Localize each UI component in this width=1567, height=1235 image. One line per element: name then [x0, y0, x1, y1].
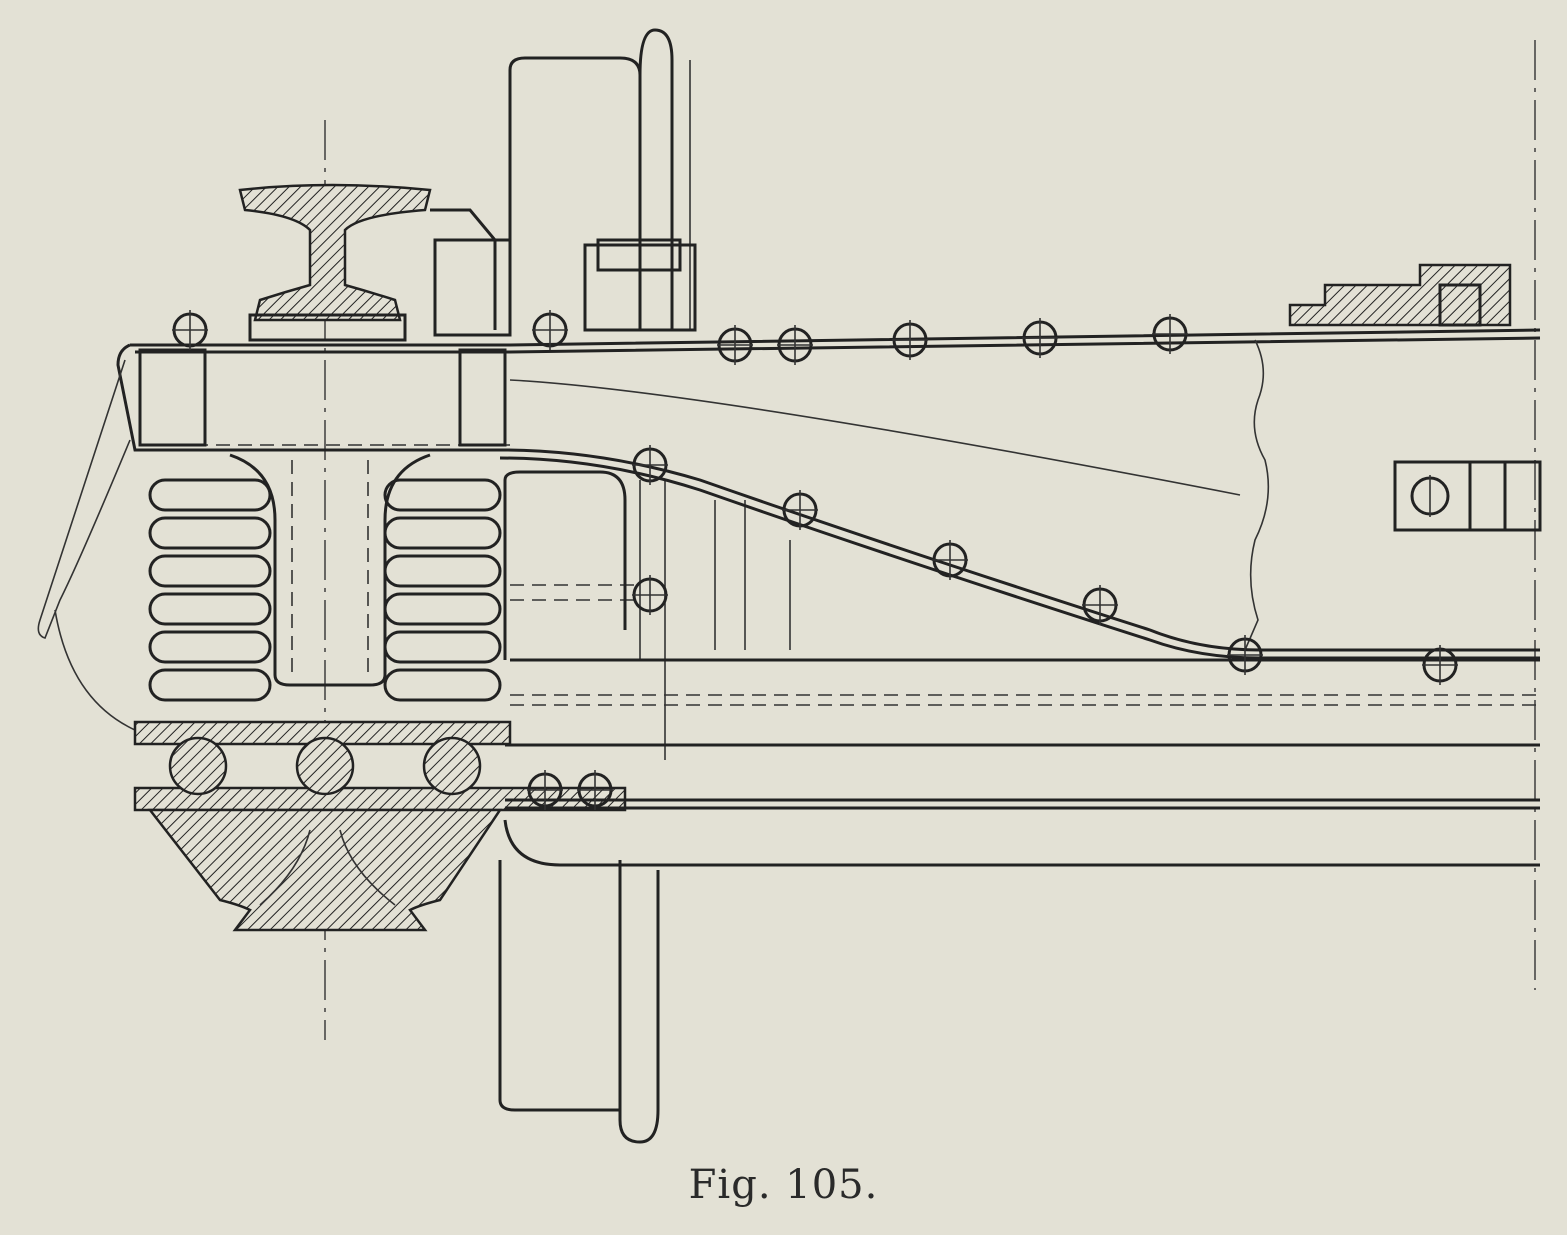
rivet: [1082, 585, 1118, 625]
spring-coil: [383, 630, 502, 664]
rivet: [1152, 314, 1188, 354]
rivet: [532, 310, 568, 350]
spring-coil: [383, 668, 502, 702]
rivet: [577, 770, 613, 810]
spring-coil: [148, 478, 272, 512]
right-box: [1393, 460, 1542, 532]
technical-drawing: [37, 28, 1542, 1144]
rivet: [1227, 635, 1263, 675]
spring-coil: [383, 516, 502, 550]
rivet: [892, 320, 928, 360]
spring-column: [229, 453, 431, 687]
spring-coil: [148, 592, 272, 626]
ball: [168, 736, 228, 796]
spring-coil: [148, 554, 272, 588]
rivet: [777, 325, 813, 365]
bottom-rail-section: [147, 808, 503, 932]
top-plate: [130, 328, 1541, 347]
rivet: [632, 445, 668, 485]
spring-coil: [148, 516, 272, 550]
spring-coil: [383, 478, 502, 512]
rivet: [527, 770, 563, 810]
ball: [295, 736, 355, 796]
right-bracket: [1288, 263, 1512, 327]
rivet: [717, 325, 753, 365]
wheel: [498, 28, 791, 1144]
spring-coil: [148, 668, 272, 702]
rivets: [172, 310, 1458, 810]
top-rail-section: [238, 183, 697, 342]
rivet: [932, 540, 968, 580]
rivet: [1022, 318, 1058, 358]
spring-coil: [148, 630, 272, 664]
ball: [422, 736, 482, 796]
rivet: [782, 490, 818, 530]
spring-coil: [383, 554, 502, 588]
coil-springs: [148, 478, 502, 702]
bent-spring-bar: [499, 448, 1540, 652]
rivet: [632, 575, 668, 615]
spring-coil: [383, 592, 502, 626]
rivet: [1422, 645, 1458, 685]
figure-caption: Fig. 105.: [688, 1162, 879, 1208]
rivet: [172, 310, 208, 350]
